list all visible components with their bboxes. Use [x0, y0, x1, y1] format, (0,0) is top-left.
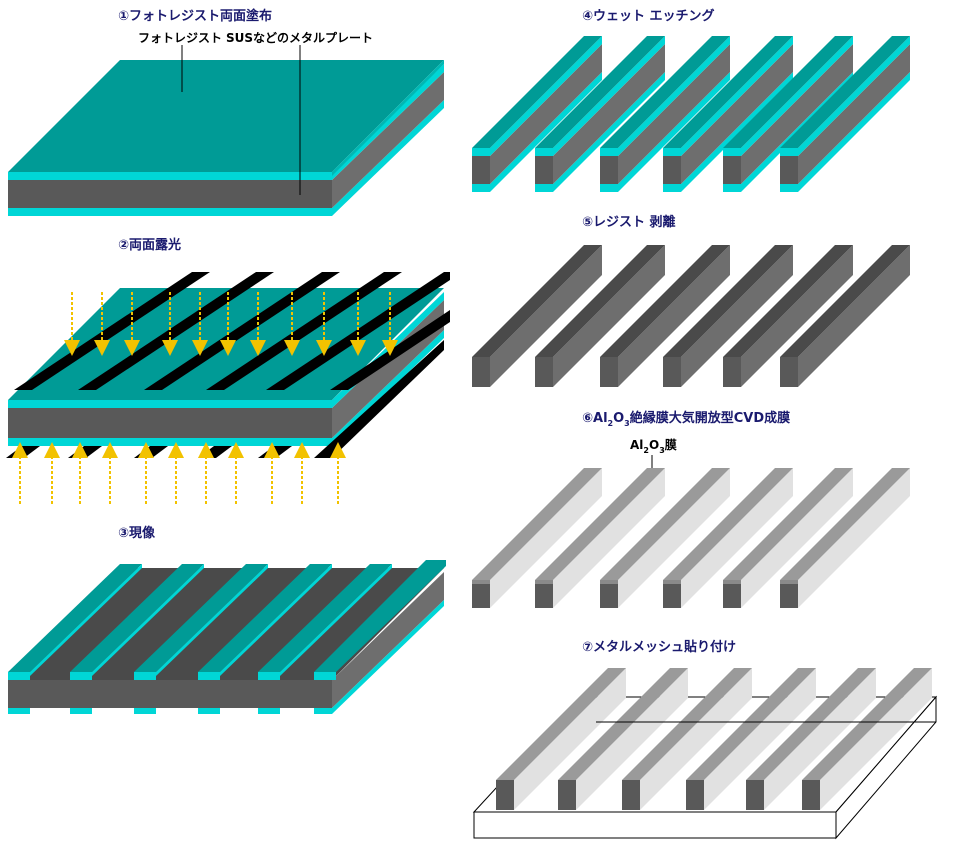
step3-panel: ③現像 [8, 525, 446, 714]
sus-plate-annotation: SUSなどのメタルプレート [226, 30, 373, 45]
step5-title: ⑤レジスト 剥離 [582, 214, 676, 230]
step6-title: ⑥Al2O3絶縁膜大気開放型CVD成膜 [582, 410, 790, 428]
step7-bars [496, 668, 932, 810]
step5-panel: ⑤レジスト 剥離 [472, 214, 910, 387]
step3-title: ③現像 [118, 525, 156, 541]
step4-bars [472, 36, 910, 192]
step1-panel: ①フォトレジスト両面塗布 フォトレジスト SUSなどのメタルプレート [8, 8, 444, 216]
step2-panel: ②両面露光 [6, 237, 450, 504]
step3-top-resist [8, 560, 446, 680]
step2-title: ②両面露光 [118, 237, 181, 253]
bottom-light-arrows [12, 442, 346, 504]
step1-title: ①フォトレジスト両面塗布 [118, 8, 272, 24]
step5-bars [472, 245, 910, 387]
step7-title: ⑦メタルメッシュ貼り付け [582, 639, 736, 655]
al2o3-annotation: Al2O3膜 [630, 437, 677, 455]
photoresist-annotation: フォトレジスト [138, 31, 222, 45]
step4-panel: ④ウェット エッチング [472, 8, 910, 192]
step6-panel: ⑥Al2O3絶縁膜大気開放型CVD成膜 Al2O3膜 [472, 410, 910, 608]
step7-panel: ⑦メタルメッシュ貼り付け [472, 639, 938, 840]
step3-bottom-resist [8, 600, 444, 714]
step6-bars [472, 468, 910, 608]
step4-title: ④ウェット エッチング [582, 8, 715, 24]
top-light-arrows [64, 292, 398, 356]
